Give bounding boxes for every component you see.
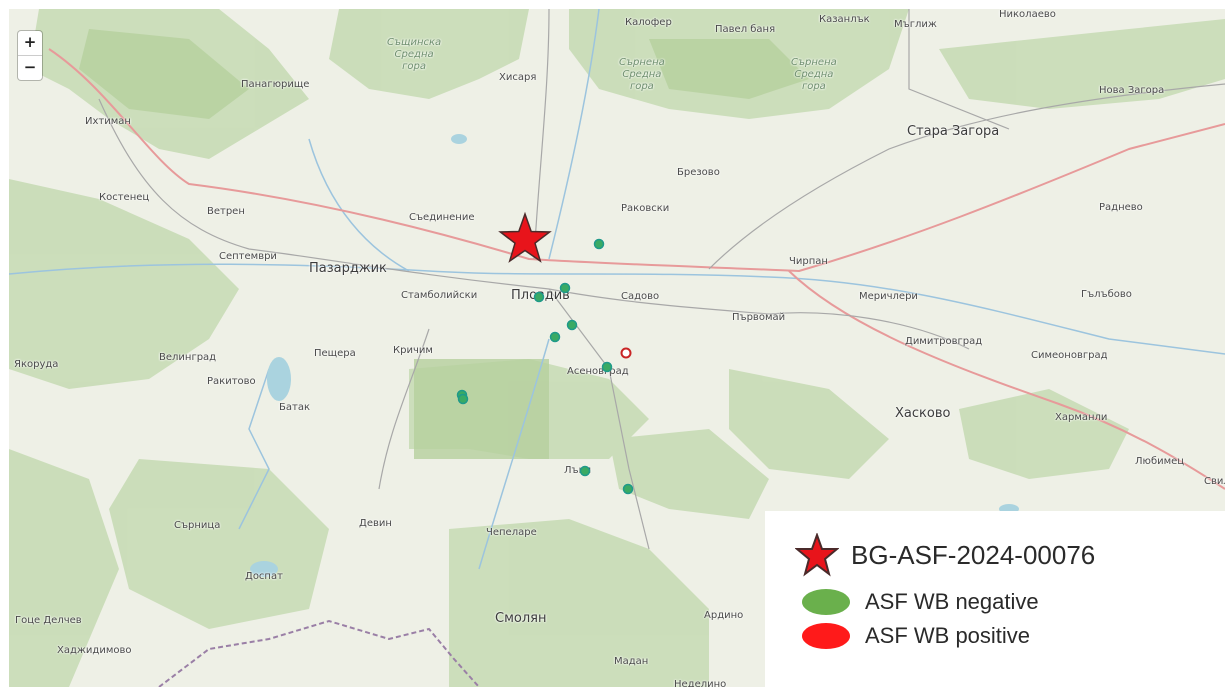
legend-item-positive: ASF WB positive — [801, 621, 1030, 651]
place-label-saedinenie: Съединение — [409, 212, 475, 223]
place-label-dospat: Доспат — [245, 571, 283, 582]
place-label-merichleri: Меричлери — [859, 291, 918, 302]
marker-layer — [456, 211, 634, 495]
place-label-stamboliyski: Стамболийски — [401, 290, 478, 301]
green-dot-icon — [802, 589, 850, 615]
place-label-kazanlak: Казанлък — [819, 14, 870, 25]
place-label-nikolaevo: Николаево — [999, 9, 1056, 20]
place-label-kostenets: Костенец — [99, 192, 150, 203]
place-label-chirpan: Чирпан — [789, 256, 828, 267]
place-label-madan: Мадан — [614, 656, 649, 667]
zoom-control: + − — [18, 31, 42, 80]
negative-marker[interactable] — [559, 282, 571, 294]
legend-label-negative: ASF WB negative — [865, 589, 1039, 614]
red-dot-icon — [802, 623, 850, 649]
place-label-hadzhidimovo: Хаджидимово — [57, 645, 132, 656]
place-label-harmanli: Харманли — [1055, 412, 1108, 423]
negative-marker[interactable] — [601, 361, 613, 373]
negative-marker[interactable] — [457, 393, 469, 405]
negative-marker[interactable] — [622, 483, 634, 495]
place-label-chepelare: Чепеларе — [486, 527, 537, 538]
negative-marker[interactable] — [549, 331, 561, 343]
place-label-velingrad: Велинград — [159, 352, 217, 363]
place-label-parvomay: Първомай — [732, 312, 786, 323]
place-label-kalofer: Калофер — [625, 17, 672, 28]
negative-marker[interactable] — [593, 238, 605, 250]
legend-label-outbreak: BG-ASF-2024-00076 — [851, 539, 1096, 570]
place-label-lyubimets: Любимец — [1135, 456, 1185, 467]
place-label-zlatograd: Неделино — [674, 679, 727, 687]
place-label-maglizh: Мъглиж — [894, 19, 937, 30]
place-label-panagyurishte: Панагюрище — [241, 79, 310, 90]
place-label-galabovo: Гълъбово — [1081, 289, 1132, 300]
place-label-sarnitsa: Сърница — [174, 520, 221, 531]
place-label-ardino: Ардино — [704, 610, 744, 621]
place-label-devin: Девин — [359, 518, 392, 529]
place-label-septemvri: Септември — [219, 251, 277, 262]
place-label-haskovo: Хасково — [895, 406, 951, 421]
place-label-krichim: Кричим — [393, 345, 433, 356]
place-label-rakovski: Раковски — [621, 203, 670, 214]
map-base — [9, 9, 1225, 687]
place-label-ihtiman: Ихтиман — [85, 116, 131, 127]
negative-marker[interactable] — [579, 465, 591, 477]
outbreak-star-marker[interactable] — [498, 211, 552, 263]
place-label-smolyan: Смолян — [495, 611, 547, 626]
place-label-radnevo: Раднево — [1099, 202, 1143, 213]
positive-marker[interactable] — [620, 347, 632, 359]
place-label-peshtera: Пещера — [314, 348, 356, 359]
place-label-nova-zagora: Нова Загора — [1099, 85, 1165, 96]
legend-item-negative: ASF WB negative — [801, 587, 1039, 617]
zoom-out-button[interactable]: − — [18, 55, 42, 80]
legend: BG-ASF-2024-00076 ASF WB negative ASF WB… — [765, 511, 1225, 687]
place-label-sadovo: Садово — [621, 291, 660, 302]
place-label-batak: Батак — [279, 402, 310, 413]
place-label-pazardzhik: Пазарджик — [309, 261, 387, 276]
place-label-stara-zagora: Стара Загора — [907, 124, 1000, 139]
star-icon — [795, 533, 839, 577]
place-label-dimitrovgrad: Димитровград — [905, 336, 983, 347]
place-label-laki: Лъки — [564, 465, 592, 476]
place-label-hisarya: Хисаря — [499, 72, 537, 83]
place-label-svilengrad: Свиле — [1204, 476, 1225, 487]
negative-marker[interactable] — [533, 291, 545, 303]
place-label-vetren: Ветрен — [207, 206, 245, 217]
place-label-pavel-banya: Павел баня — [715, 24, 776, 35]
place-label-gotse-delchev: Гоце Делчев — [15, 615, 82, 626]
place-label-asenovgrad: Асеновград — [567, 366, 629, 377]
place-label-brezovo: Брезово — [677, 167, 720, 178]
place-label-simeonovgrad: Симеоновград — [1031, 350, 1108, 361]
legend-label-positive: ASF WB positive — [865, 623, 1031, 648]
legend-item-outbreak: BG-ASF-2024-00076 — [795, 533, 1095, 577]
negative-marker[interactable] — [566, 319, 578, 331]
zoom-in-button[interactable]: + — [23, 33, 37, 51]
place-label-rakitovo: Ракитово — [207, 376, 256, 387]
place-label-yakoruda: Якоруда — [14, 359, 59, 370]
